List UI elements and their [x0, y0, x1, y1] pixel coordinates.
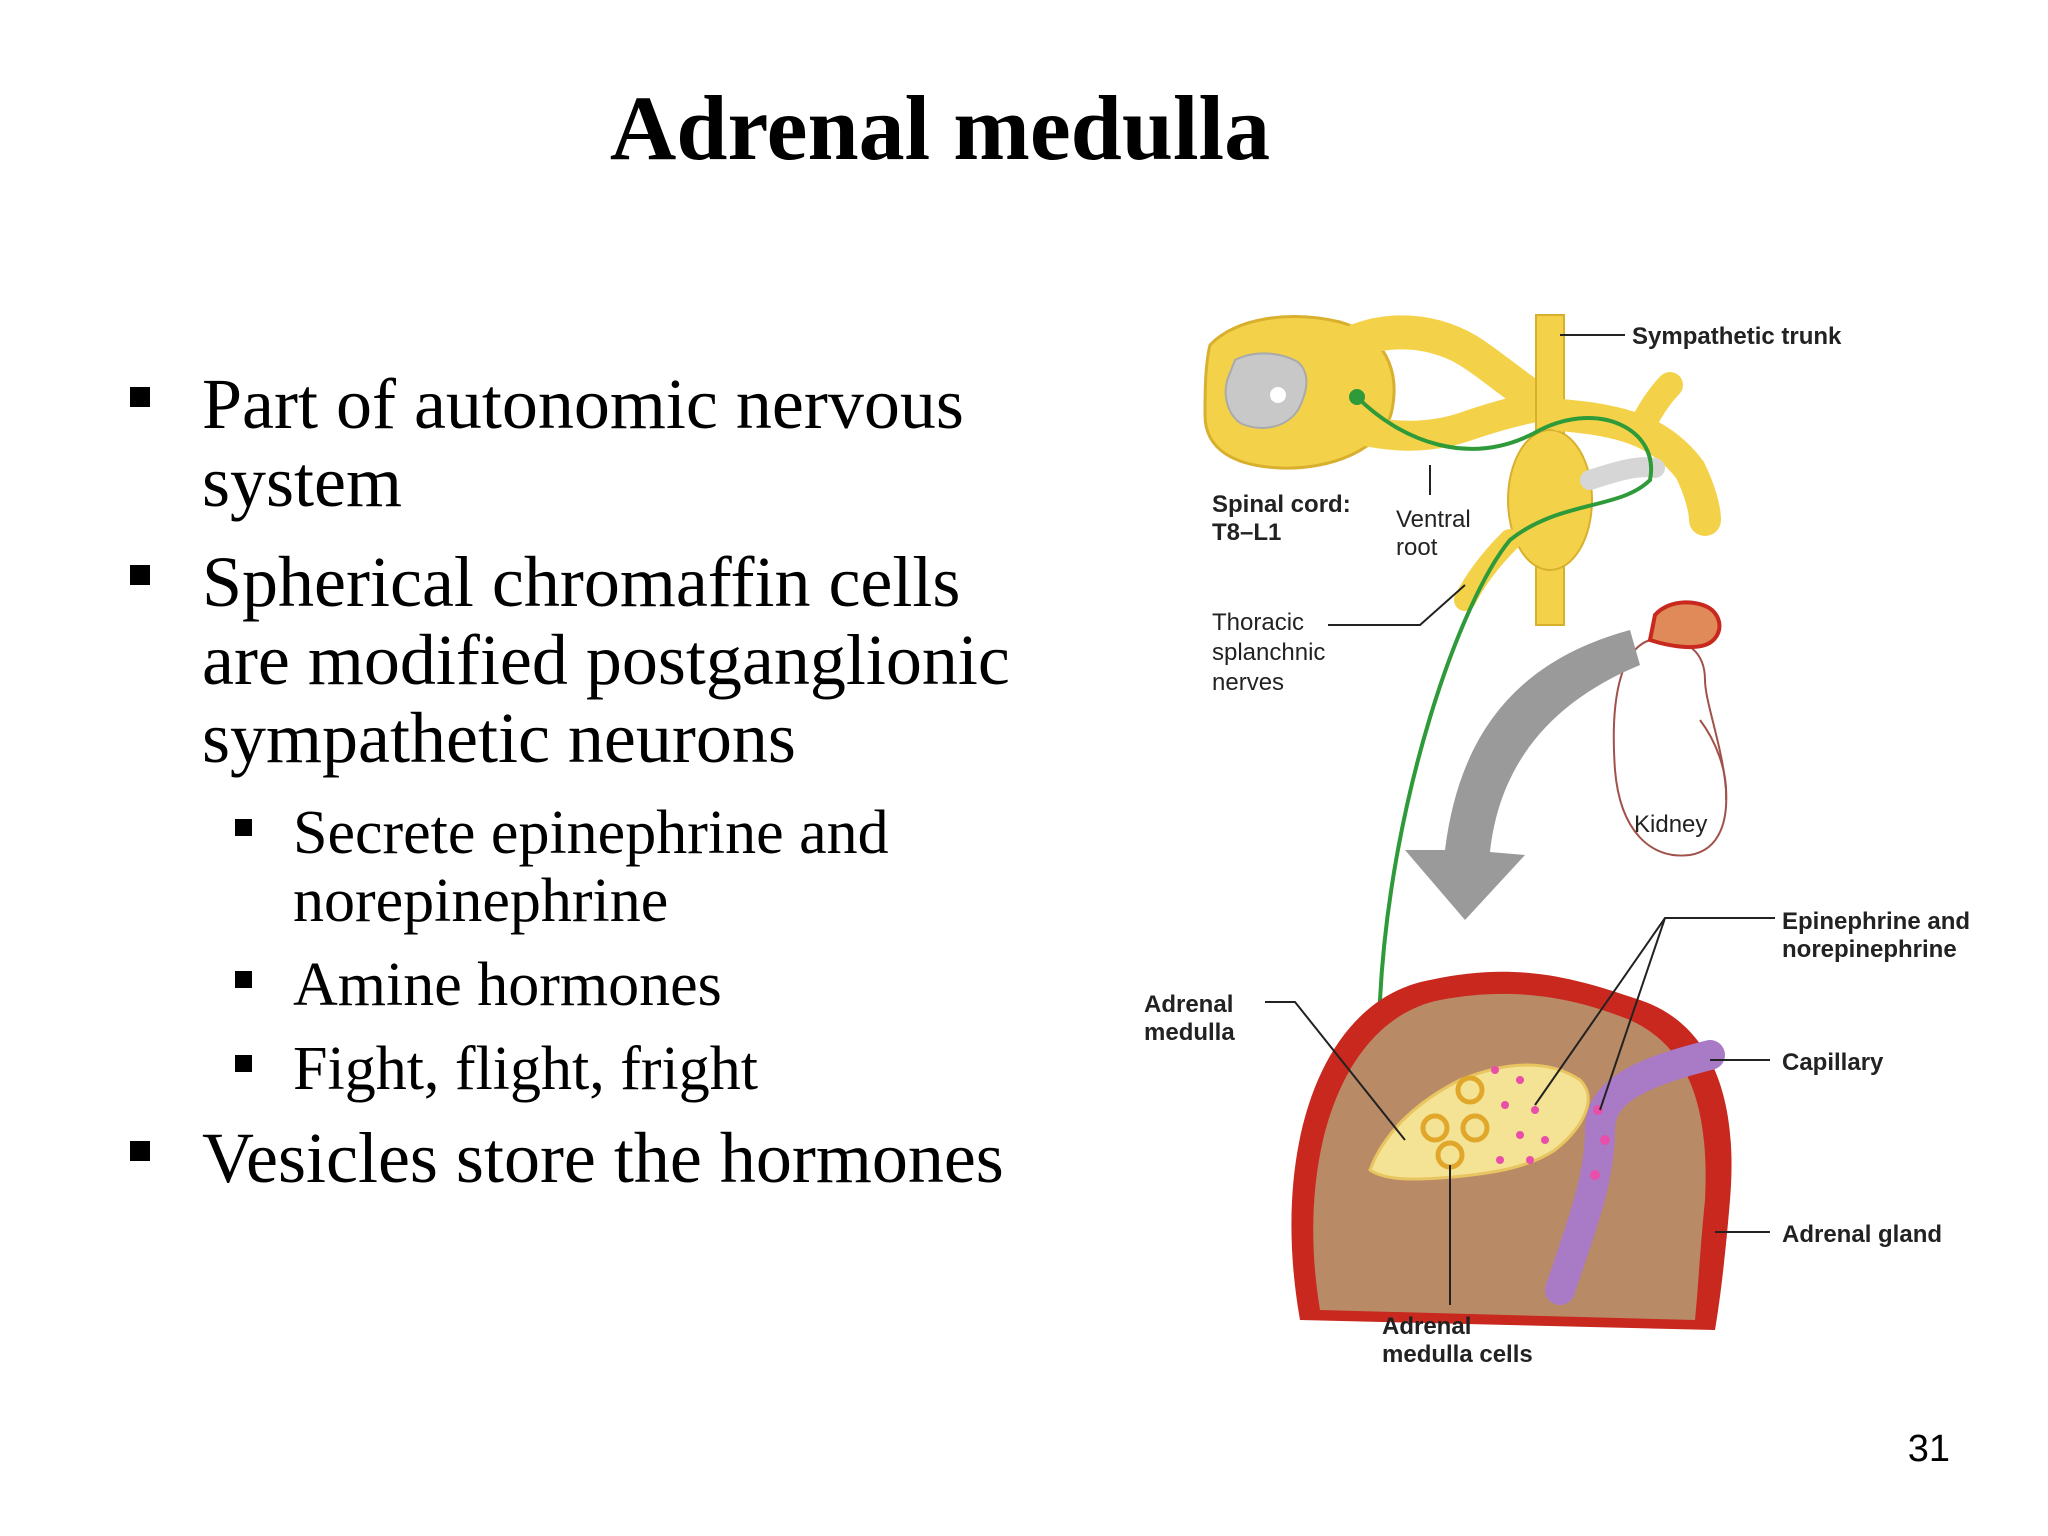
- label-cells-2: medulla cells: [1382, 1341, 1533, 1368]
- square-bullet-icon: [130, 387, 150, 407]
- label-thoracic-3: nerves: [1212, 669, 1285, 696]
- label-epinephrine-2: norepinephrine: [1782, 936, 1957, 963]
- label-capillary: Capillary: [1782, 1049, 1884, 1076]
- sub-bullet-item: Amine hormones: [120, 951, 1020, 1019]
- slide-number: 31: [1907, 1428, 1950, 1470]
- square-bullet-icon: [235, 1055, 252, 1072]
- kidney-icon: [1612, 600, 1728, 857]
- sub-bullet-item: Fight, flight, fright: [120, 1035, 1020, 1103]
- square-bullet-icon: [235, 819, 252, 836]
- curved-arrow-icon: [1405, 630, 1640, 920]
- slide-title: Adrenal medulla: [609, 77, 1271, 179]
- capillary-icon: [1545, 1040, 1725, 1305]
- label-thoracic-1: Thoracic: [1212, 609, 1305, 636]
- label-sympathetic-trunk: Sympathetic trunk: [1632, 323, 1842, 350]
- label-ventral-root-1: Ventral: [1396, 506, 1471, 533]
- label-adrenal-medulla-2: medulla: [1144, 1019, 1235, 1046]
- label-adrenal-gland: Adrenal gland: [1782, 1221, 1943, 1248]
- bullet-item: Spherical chromaffin cells are modified …: [120, 543, 1020, 777]
- label-ventral-root-2: root: [1396, 534, 1438, 561]
- bullet-item: Part of autonomic nervous system: [120, 365, 1020, 521]
- label-kidney: Kidney: [1634, 811, 1708, 838]
- label-thoracic-2: splanchnic: [1212, 639, 1326, 666]
- bullet-item: Vesicles store the hormones: [120, 1119, 1020, 1197]
- square-bullet-icon: [235, 971, 252, 988]
- sub-bullet-item: Secrete epinephrine and norepinephrine: [120, 799, 1020, 935]
- label-spinal-segments: T8–L1: [1212, 519, 1282, 546]
- bullet-list: Part of autonomic nervous system Spheric…: [120, 365, 1020, 1219]
- label-cells-1: Adrenal: [1382, 1313, 1472, 1340]
- square-bullet-icon: [130, 565, 150, 585]
- square-bullet-icon: [130, 1141, 150, 1161]
- label-adrenal-medulla-1: Adrenal: [1144, 991, 1234, 1018]
- label-spinal-cord: Spinal cord:: [1212, 491, 1351, 518]
- label-epinephrine-1: Epinephrine and: [1782, 908, 1971, 935]
- adrenal-gland-section: [1291, 971, 1732, 1330]
